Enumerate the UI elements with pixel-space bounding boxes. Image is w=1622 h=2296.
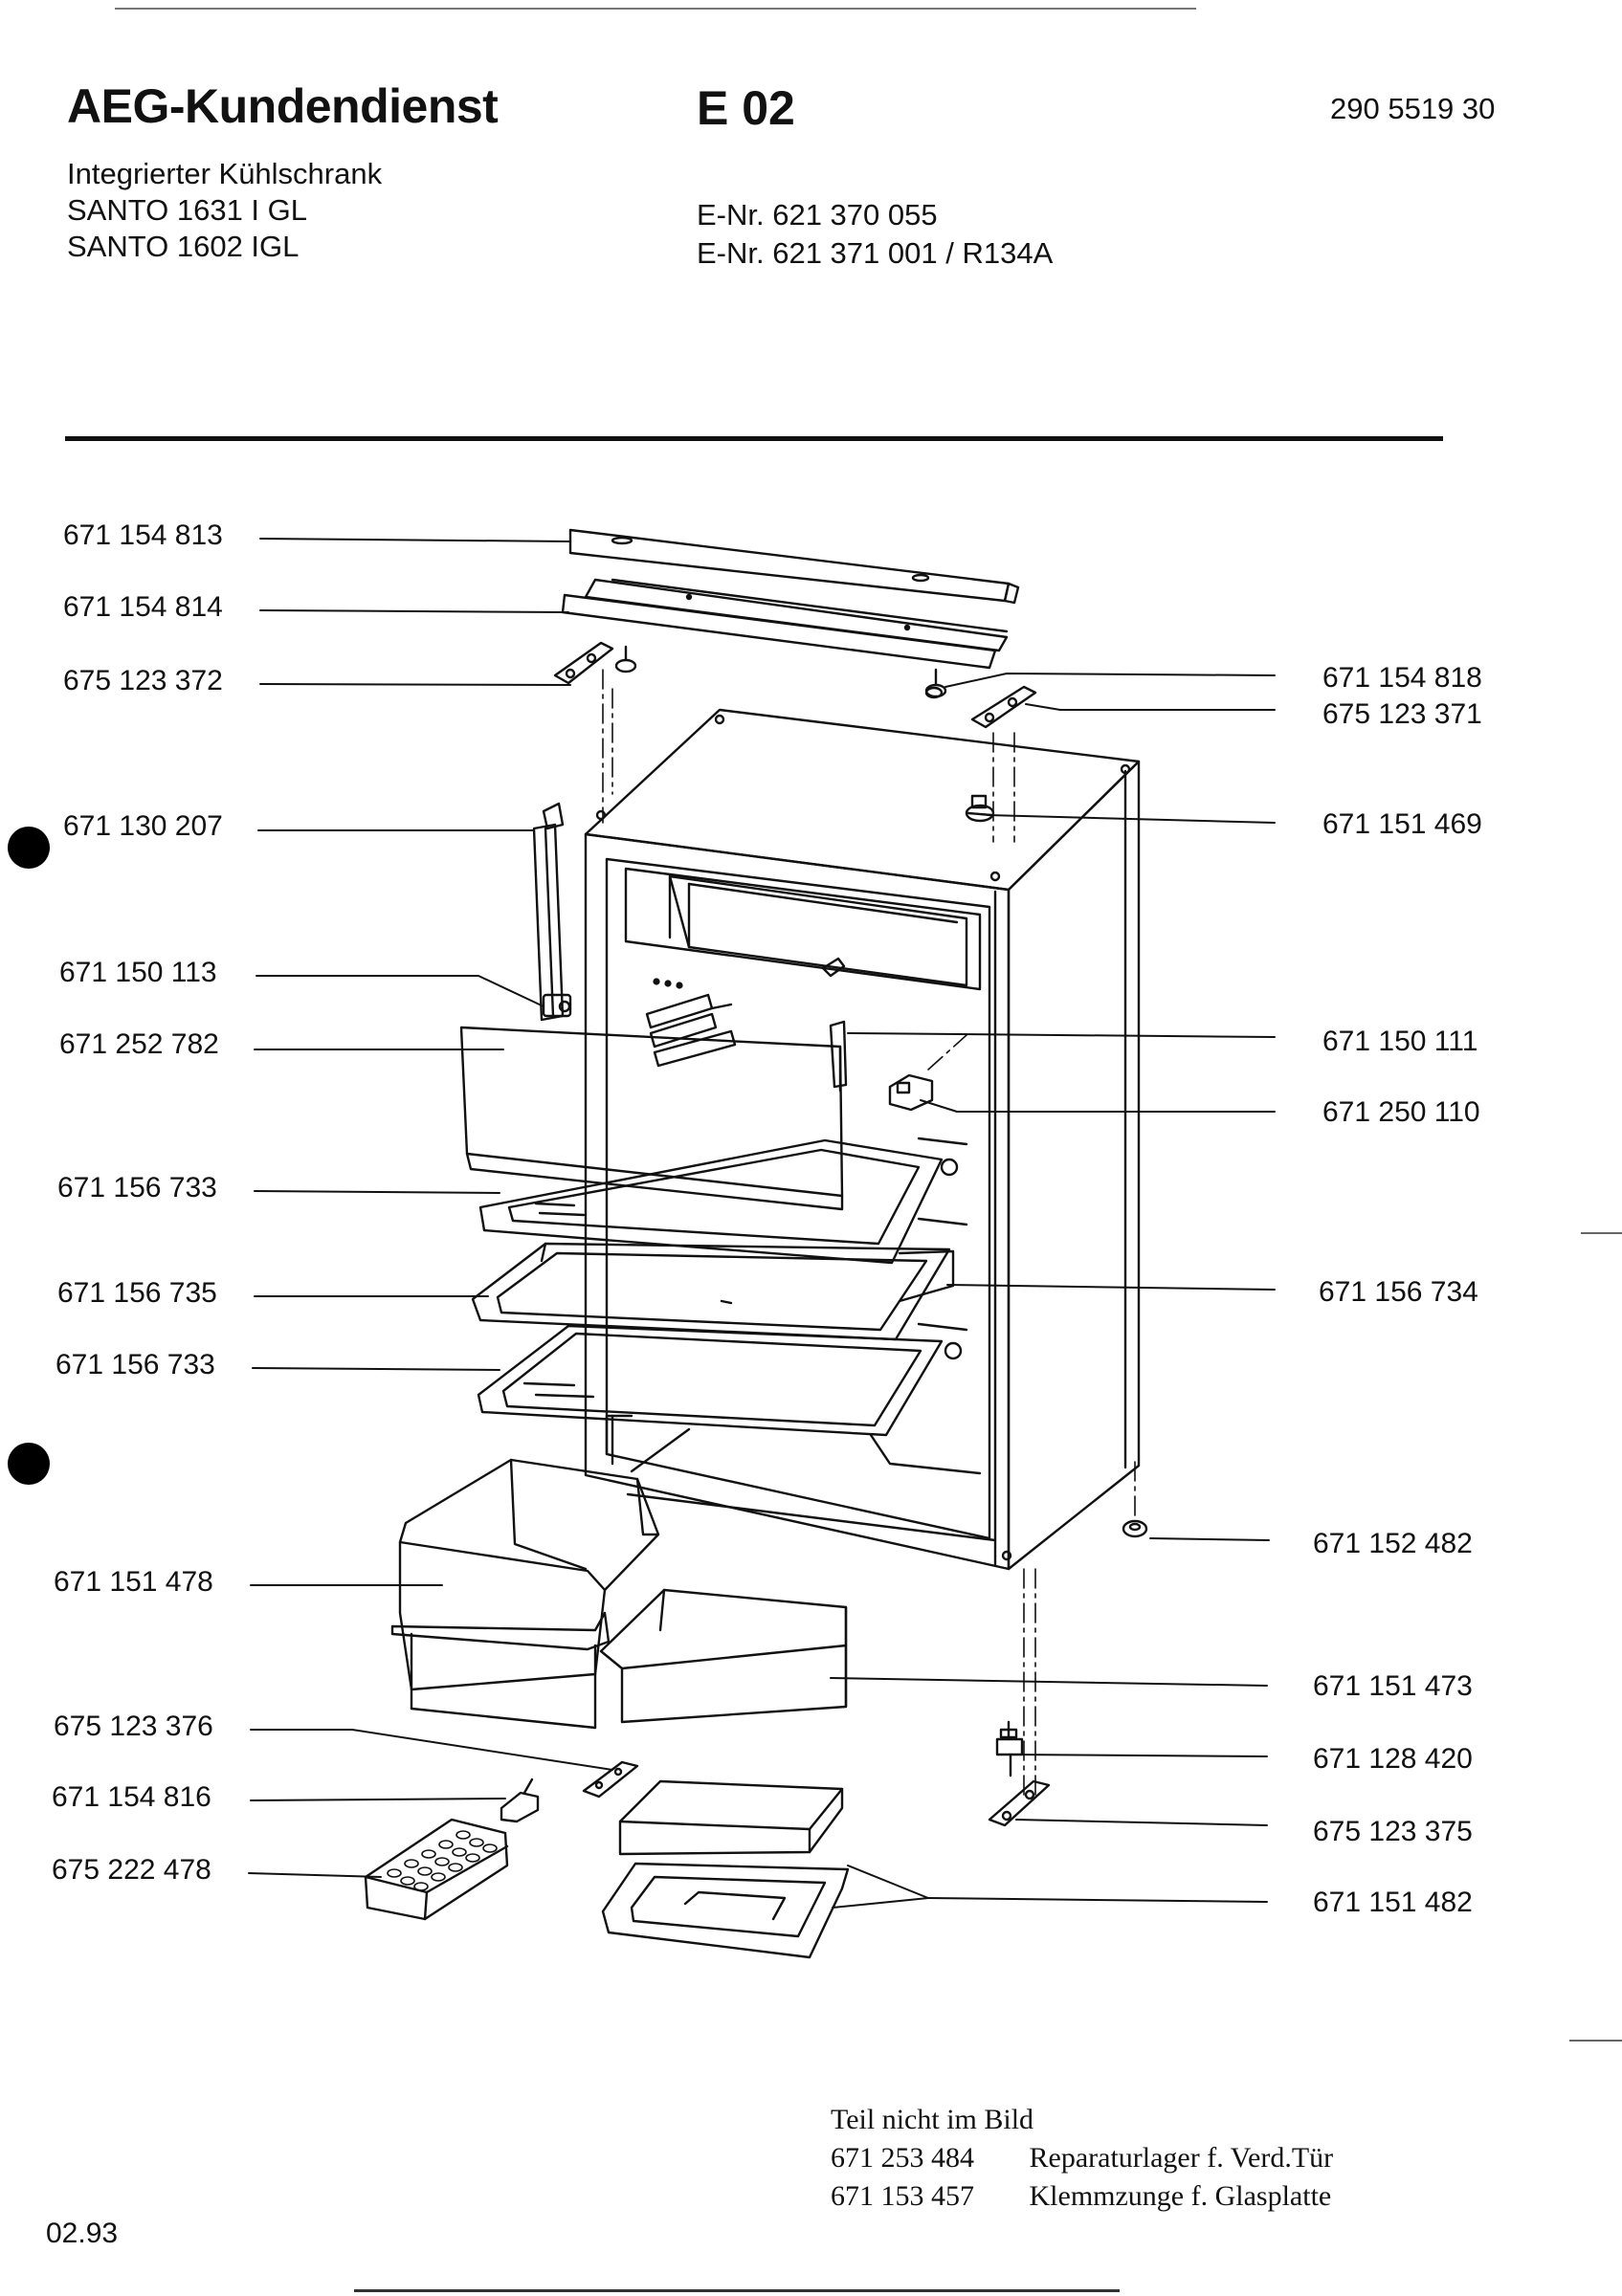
bracket-376 <box>582 1760 639 1799</box>
top-strip-814 <box>561 578 1009 670</box>
part-label-right: 671 151 469 <box>1322 808 1482 840</box>
note-description: Reparaturlager f. Verd.Tür <box>1029 2142 1334 2174</box>
part-label-left: 671 154 816 <box>52 1781 211 1813</box>
note-row: 671 253 484 Reparaturlager f. Verd.Tür <box>831 2139 1333 2177</box>
part-label-right: 671 128 420 <box>1313 1743 1473 1775</box>
part-label-left: 671 150 113 <box>59 957 217 988</box>
part-469 <box>965 794 995 823</box>
sheet-code: E 02 <box>697 81 795 135</box>
notes-title: Teil nicht im Bild <box>831 2104 1034 2135</box>
e-number-2: E-Nr. 621 371 001 / R134A <box>697 236 1054 270</box>
part-label-right: 671 156 734 <box>1319 1276 1478 1308</box>
part-label-right: 675 123 375 <box>1313 1816 1473 1847</box>
part-label-right: 671 152 482 <box>1313 1528 1473 1559</box>
scan-bottom-line <box>354 2289 1120 2292</box>
part-816 <box>500 1777 540 1823</box>
part-label-right: 671 250 110 <box>1322 1096 1480 1128</box>
note-row: 671 153 457 Klemmzunge f. Glasplatte <box>831 2177 1333 2216</box>
part-label-left: 671 156 735 <box>57 1277 217 1309</box>
product-type: Integrierter Kühlschrank <box>67 157 383 190</box>
header-rule <box>65 436 1443 441</box>
crisper-left-478 <box>390 1458 660 1730</box>
part-label-left: 671 154 814 <box>63 591 223 623</box>
vegetable-cover-482 <box>601 1779 850 1959</box>
model-1: SANTO 1631 I GL <box>67 193 307 227</box>
axis-lines <box>602 669 1136 1799</box>
part-label-left: 671 130 207 <box>63 810 223 842</box>
part-label-right: 671 154 818 <box>1322 662 1482 694</box>
ice-tray-478 <box>364 1818 509 1921</box>
parts-not-shown: Teil nicht im Bild 671 253 484 Reparatur… <box>831 2101 1333 2216</box>
punch-hole <box>8 827 50 869</box>
part-label-right: 675 123 371 <box>1322 698 1482 730</box>
brand-title: AEG-Kundendienst <box>67 79 499 133</box>
edge-mark <box>1581 1232 1622 1234</box>
part-label-right: 671 151 473 <box>1313 1670 1473 1702</box>
note-description: Klemmzunge f. Glasplatte <box>1029 2180 1332 2212</box>
hinge-pin-420 <box>995 1720 1024 1777</box>
part-818 <box>924 686 944 699</box>
part-label-left: 671 252 782 <box>59 1028 219 1060</box>
part-label-left: 675 222 478 <box>52 1854 211 1886</box>
bracket-375 <box>988 1779 1051 1827</box>
punch-hole <box>8 1443 50 1485</box>
part-label-left: 675 123 376 <box>54 1711 213 1742</box>
part-label-left: 671 156 733 <box>57 1172 217 1203</box>
shelf-top-733 <box>478 1138 959 1265</box>
hinge-rail-left <box>532 802 572 1022</box>
part-label-left: 671 156 733 <box>56 1349 215 1380</box>
part-482-foot <box>1122 1519 1148 1538</box>
top-strip-813 <box>568 528 1020 605</box>
issue-date: 02.93 <box>46 2218 119 2249</box>
shelf-middle-735 <box>471 1242 951 1341</box>
shelf-bottom-733 <box>477 1324 963 1437</box>
scan-top-line <box>115 8 1196 10</box>
e-number-1: E-Nr. 621 370 055 <box>697 198 938 232</box>
cabinet-body <box>584 708 1141 1571</box>
model-2: SANTO 1602 IGL <box>67 230 300 263</box>
part-label-right: 671 150 111 <box>1322 1026 1478 1057</box>
document-number: 290 5519 30 <box>1330 92 1496 125</box>
clip-right <box>888 1073 934 1112</box>
part-label-left: 675 123 372 <box>63 665 223 696</box>
part-label-right: 671 151 482 <box>1313 1887 1473 1918</box>
leader-lines-left <box>248 538 613 1878</box>
leader-lines-right <box>830 673 1276 1909</box>
freezer-flap <box>459 1020 848 1211</box>
crisper-right-473 <box>599 1588 848 1724</box>
shelf-rail-734 <box>898 1249 955 1303</box>
hinge-bracket-right-top <box>924 668 1037 729</box>
part-label-left: 671 154 813 <box>63 519 223 551</box>
edge-mark <box>1569 2040 1622 2042</box>
note-number: 671 253 484 <box>831 2142 974 2174</box>
hinge-bracket-left-top <box>553 641 637 685</box>
part-label-left: 671 151 478 <box>54 1566 213 1598</box>
note-number: 671 153 457 <box>831 2180 974 2212</box>
